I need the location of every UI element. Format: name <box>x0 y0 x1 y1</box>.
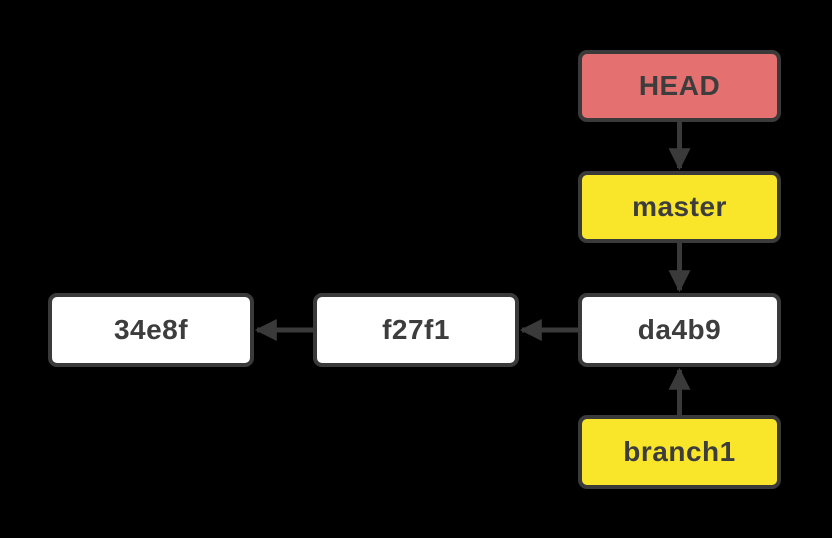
node-commit-da4b9: da4b9 <box>578 293 781 367</box>
node-branch1: branch1 <box>578 415 781 489</box>
node-master: master <box>578 171 781 243</box>
node-da4b9-label: da4b9 <box>637 314 722 345</box>
node-branch1-label: branch1 <box>623 436 736 467</box>
node-commit-f27f1: f27f1 <box>313 293 519 367</box>
node-commit-34e8f: 34e8f <box>48 293 254 367</box>
node-master-label: master <box>632 191 727 222</box>
node-34e8f-label: 34e8f <box>113 314 189 345</box>
node-head: HEAD <box>578 50 781 122</box>
node-head-label: HEAD <box>638 70 721 101</box>
node-f27f1-label: f27f1 <box>382 314 450 345</box>
